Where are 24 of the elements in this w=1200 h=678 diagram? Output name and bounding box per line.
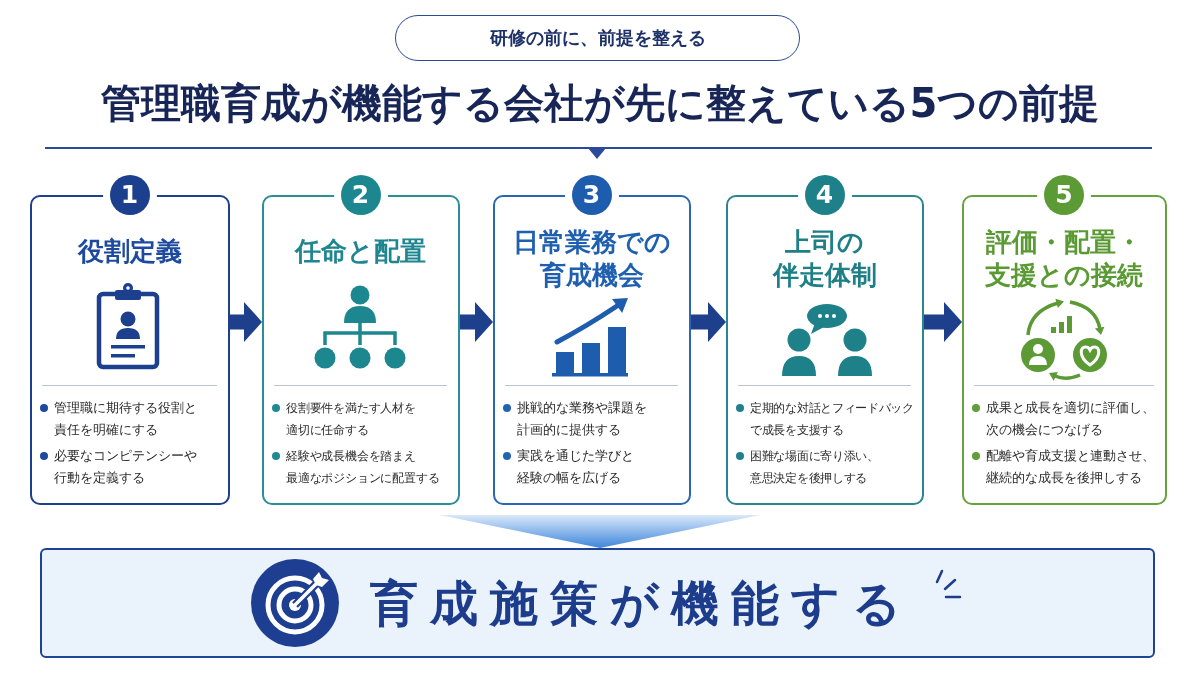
result-banner <box>40 548 1155 658</box>
subtitle-banner: 研修の前に、前提を整える <box>395 15 800 61</box>
flow-arrow <box>230 302 262 342</box>
bullet-text: 成果と成長を適切に評価し、次の機会につなげる <box>986 399 1155 439</box>
step-heading: 日常業務での育成機会 <box>512 226 671 292</box>
bullet-text: 困難な場面に寄り添い、意思決定を後押しする <box>750 448 879 487</box>
bullet-text: 管理職に期待する役割と責任を明確にする <box>54 399 197 439</box>
step-heading: 評価・配置・支援との接続 <box>985 226 1143 292</box>
step-heading: 任命と配置 <box>295 235 426 268</box>
step-heading: 役割定義 <box>77 235 182 268</box>
bullet-text: 必要なコンピテンシーや行動を定義する <box>54 447 197 487</box>
flow-arrow <box>691 302 726 342</box>
result-text: 育成施策が機能する <box>370 574 913 633</box>
flow-arrow <box>460 302 493 342</box>
bullet-text: 経験や成長機会を踏まえ最適なポジションに配置する <box>286 448 440 487</box>
bullet-text: 配離や育成支援と連動させ、継続的な成長を後押しする <box>986 447 1155 487</box>
bullet-text: 実践を通じた学びと経験の幅を広げる <box>517 447 634 487</box>
step-heading: 上司の伴走体制 <box>772 226 877 292</box>
flow-arrow <box>924 302 962 342</box>
bullet-text: 定期的な対話とフィードバックで成長を支援する <box>750 400 914 439</box>
bullet-text: 挑戦的な業務や課題を計画的に提供する <box>517 399 647 439</box>
main-title: 管理職育成が機能する会社が先に整えている5つの前提 <box>100 79 1100 128</box>
funnel-arrow <box>440 515 760 548</box>
bullet-text: 役割要件を満たす人材を適切に任命する <box>286 400 416 439</box>
